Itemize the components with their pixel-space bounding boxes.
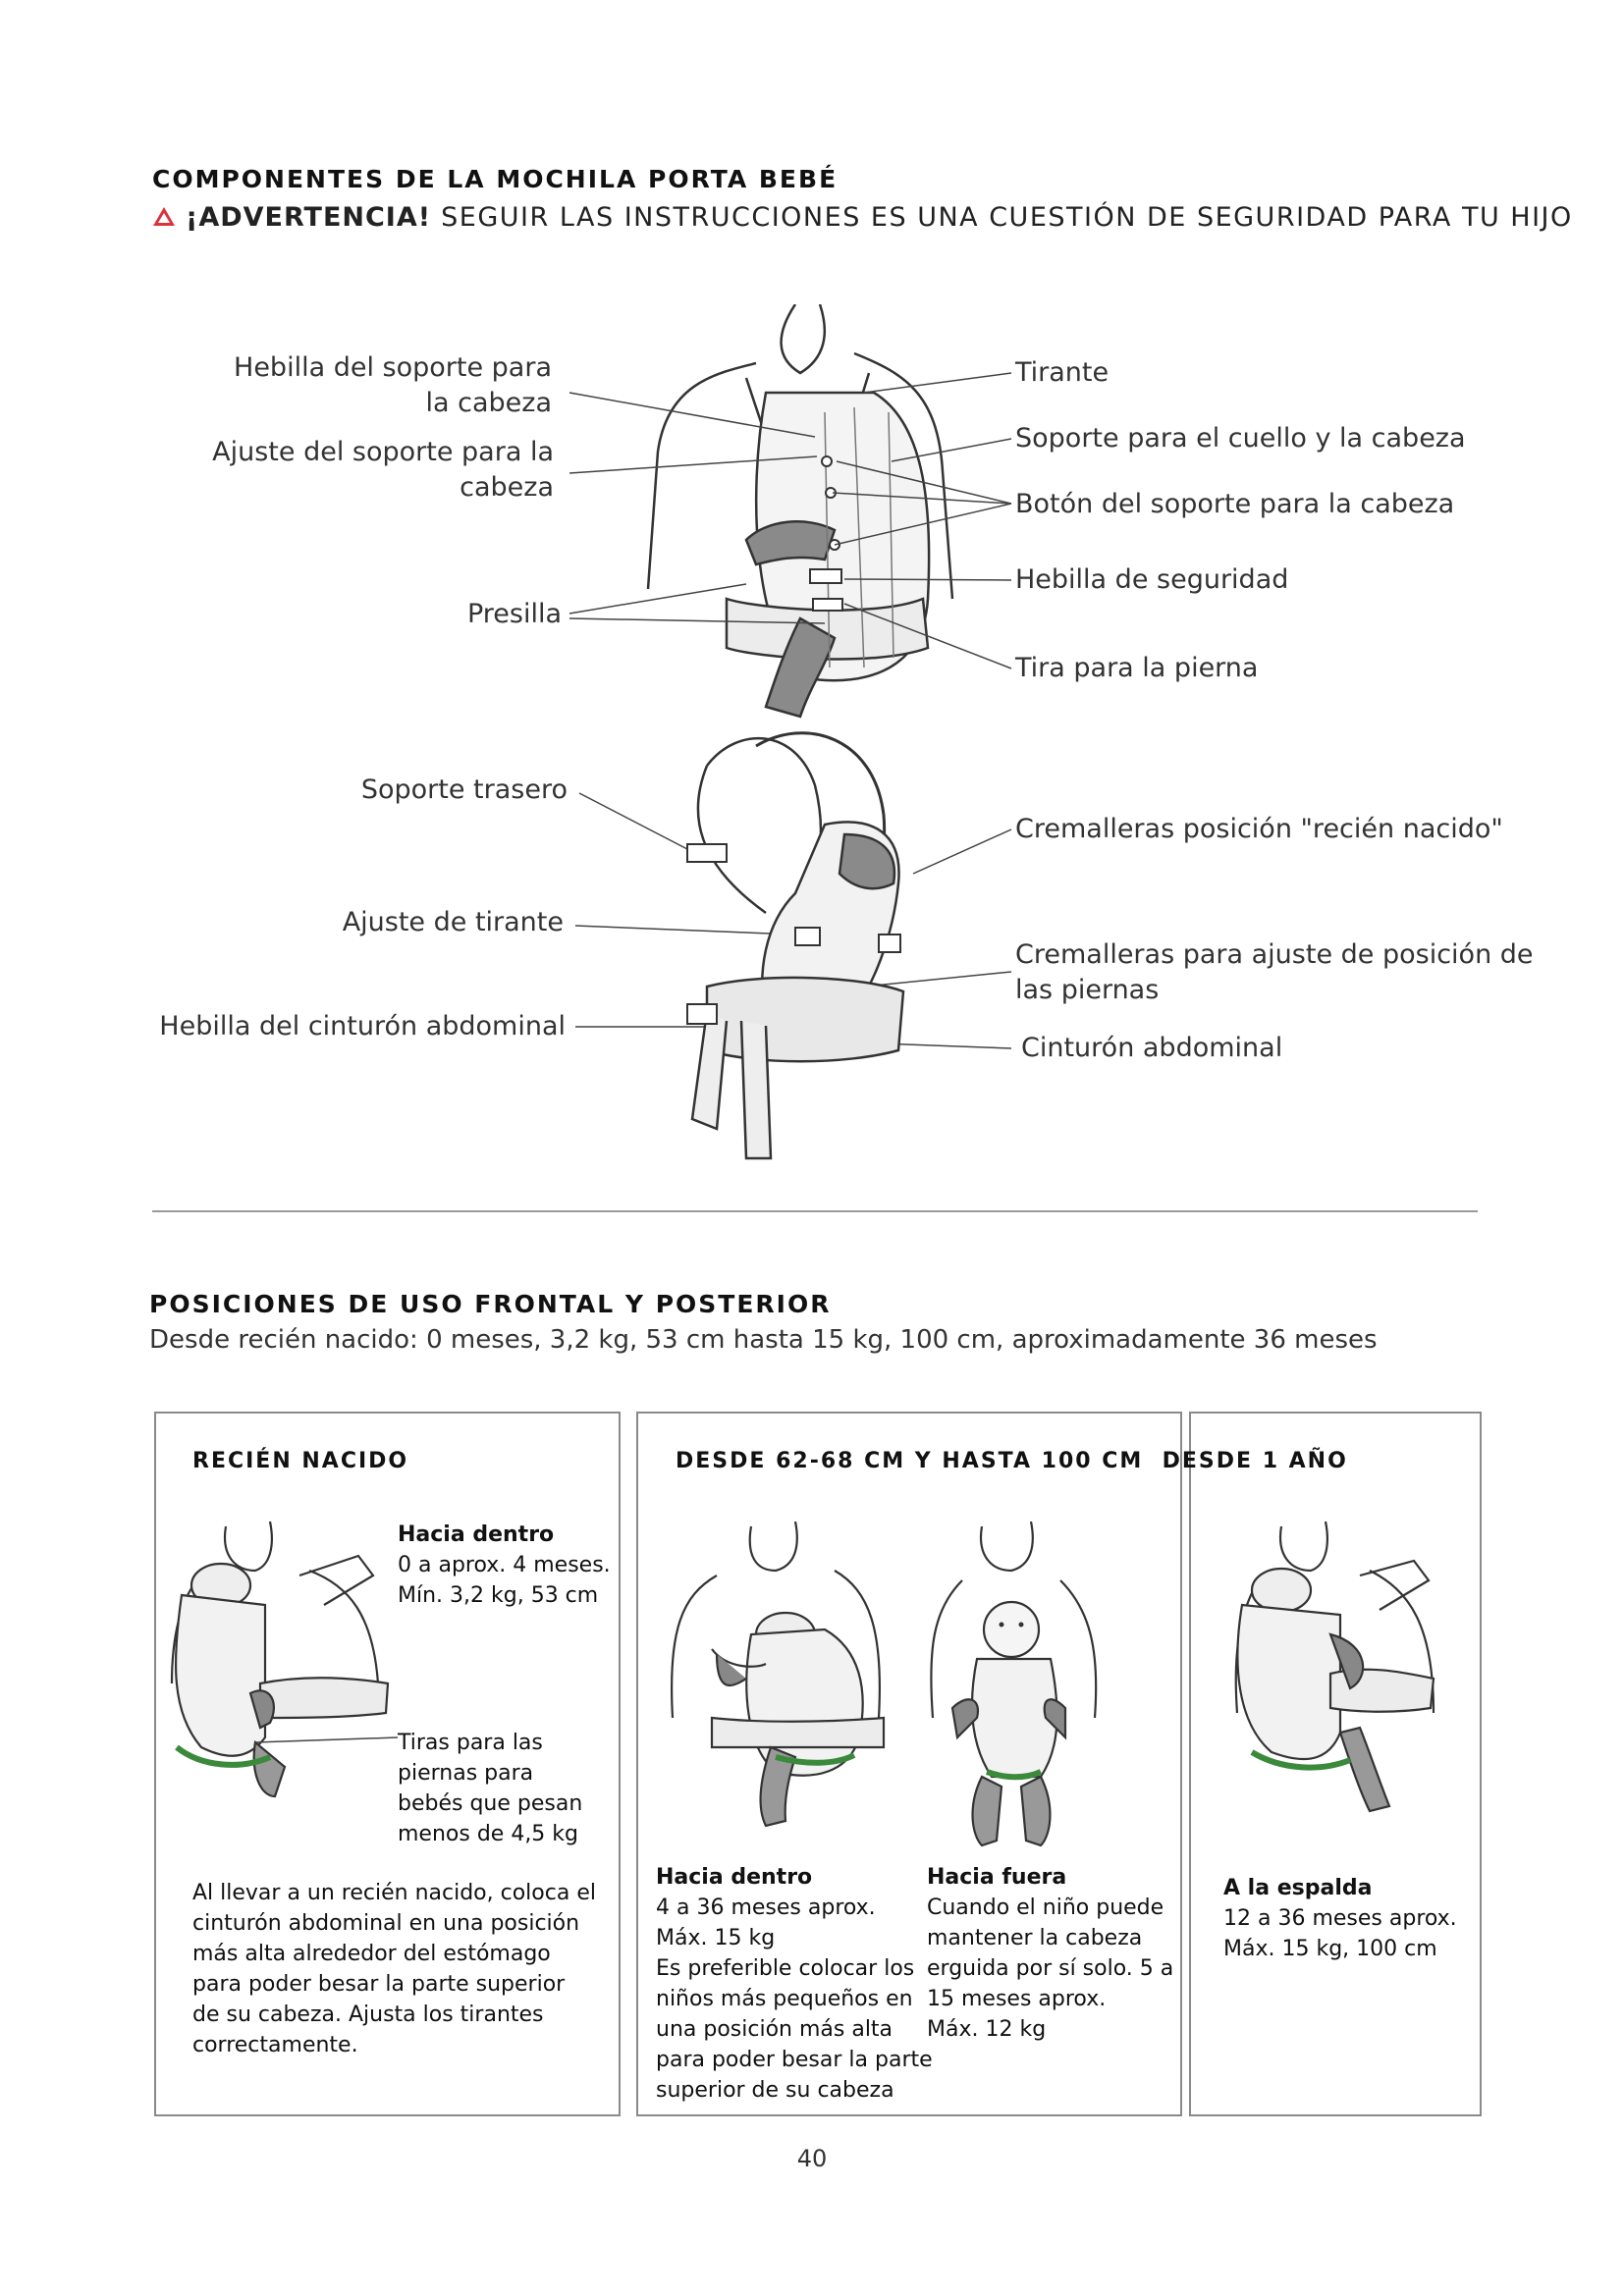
label-loop: Presilla: [466, 599, 562, 629]
box-back: [1189, 1412, 1482, 2116]
box-header-newborn: RECIÉN NACIDO: [192, 1449, 409, 1473]
newborn-instruction: Al llevar a un recién nacido, coloca el …: [192, 1881, 596, 2057]
facing-in-text: Hacia dentro 4 a 36 meses aprox. Máx. 15…: [656, 1865, 933, 2103]
label-waist-buckle: Hebilla del cinturón abdominal: [159, 1011, 566, 1041]
back-carry-illustration: [1234, 1521, 1435, 1813]
box-middle: [636, 1412, 1182, 2116]
carrier-back-illustration: [686, 731, 905, 1160]
label-strap-adjust: Ajuste de tirante: [342, 907, 564, 937]
newborn-carry-illustration: [170, 1521, 390, 1798]
positions-subtitle: Desde recién nacido: 0 meses, 3,2 kg, 53…: [149, 1325, 1378, 1355]
facing-out-text: Hacia fuera Cuando el niño puede mantene…: [927, 1865, 1174, 2042]
label-leg-strap: Tira para la pierna: [1015, 653, 1259, 683]
newborn-facing-in: Hacia dentro 0 a aprox. 4 meses. Mín. 3,…: [398, 1522, 611, 1608]
leg-straps-callout-line: [255, 1736, 399, 1743]
warning-text: SEGUIR LAS INSTRUCCIONES ES UNA CUESTIÓN…: [431, 202, 1573, 233]
label-newborn-zippers: Cremalleras posición "recién nacido": [1015, 814, 1503, 844]
box-newborn: [154, 1412, 621, 2116]
newborn-leg-straps-note: Tiras para las piernas para bebés que pe…: [398, 1731, 583, 1846]
label-head-support-button: Botón del soporte para la cabeza: [1015, 489, 1455, 519]
carrier-front-illustration: [646, 304, 954, 719]
warning-bold: ¡ADVERTENCIA!: [186, 202, 432, 233]
section-title-positions: POSICIONES DE USO FRONTAL Y POSTERIOR: [149, 1290, 832, 1318]
box-header-middle: DESDE 62-68 CM Y HASTA 100 CM DESDE 1 AÑ…: [676, 1449, 1348, 1473]
label-neck-head-support: Soporte para el cuello y la cabeza: [1015, 423, 1466, 454]
warning-triangle-icon: [153, 207, 175, 226]
warning-line: ¡ADVERTENCIA! SEGUIR LAS INSTRUCCIONES E…: [152, 202, 1573, 233]
page-number: 40: [796, 2145, 828, 2172]
facing-in-illustration: [671, 1522, 886, 1828]
label-waist-belt: Cinturón abdominal: [1021, 1033, 1283, 1063]
section-title-components: COMPONENTES DE LA MOCHILA PORTA BEBÉ: [152, 165, 839, 193]
label-safety-buckle: Hebilla de seguridad: [1015, 564, 1289, 595]
label-back-support: Soporte trasero: [360, 774, 568, 805]
front-callout-lines: [568, 372, 1012, 1049]
section-divider: [152, 1210, 1478, 1212]
facing-out-illustration: [930, 1522, 1098, 1847]
back-carry-text: A la espalda 12 a 36 meses aprox. Máx. 1…: [1223, 1876, 1457, 1961]
label-strap: Tirante: [1015, 357, 1110, 388]
